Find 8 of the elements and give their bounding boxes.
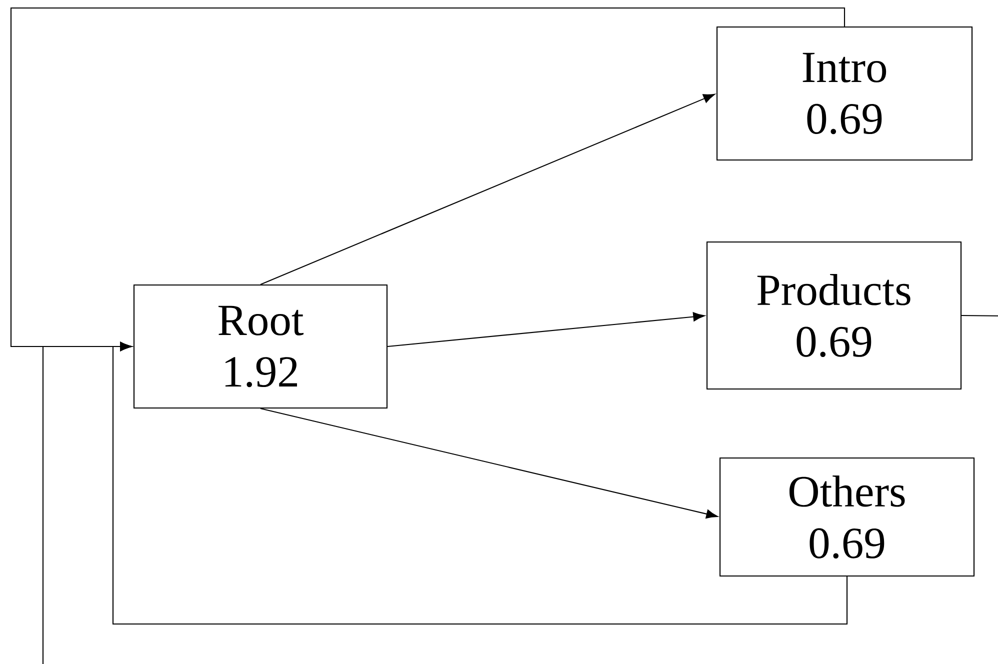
process-box: Root 1.92 (133, 284, 388, 409)
arrow (260, 94, 715, 285)
arrow (387, 312, 705, 348)
process-box: Others 0.69 (719, 457, 975, 577)
process-box: Products 0.69 (706, 241, 962, 390)
arrow (112, 342, 848, 625)
process-box: Intro 0.69 (716, 26, 973, 161)
arrow (260, 408, 718, 519)
